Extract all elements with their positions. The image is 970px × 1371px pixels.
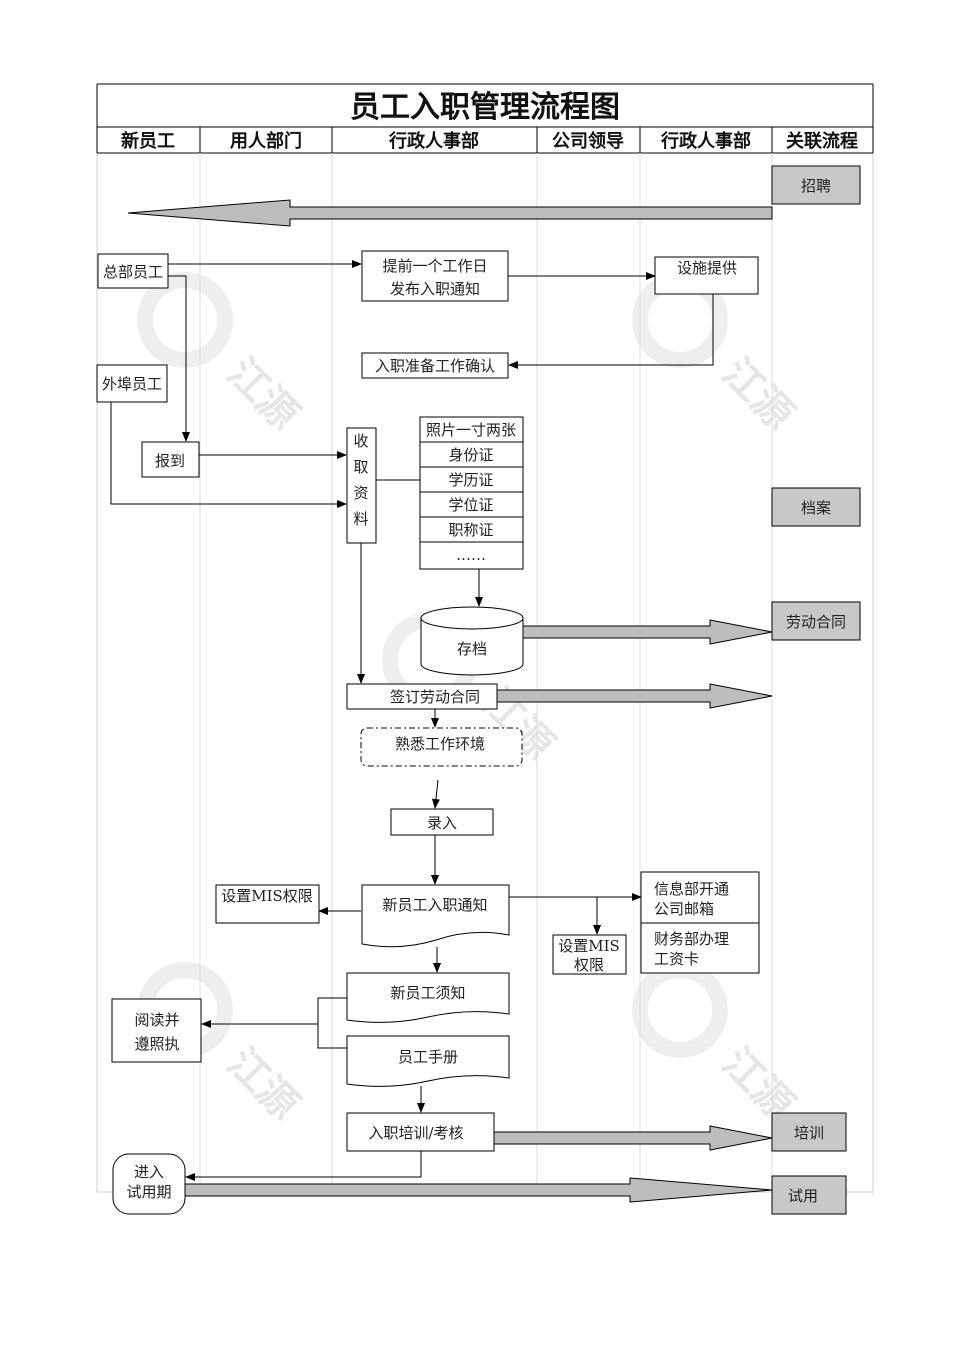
fat-arrow-training: [493, 1125, 773, 1151]
related-archive-box[interactable]: 档案: [771, 487, 861, 527]
read-follow-box[interactable]: 阅读并 遵照执: [111, 998, 202, 1063]
document-list: 照片一寸两张 身份证 学历证 学位证 职称证 ……: [419, 416, 524, 570]
familiarize-box[interactable]: 熟悉工作环境: [360, 727, 523, 767]
svg-text:录入: 录入: [427, 814, 457, 832]
probation-terminal[interactable]: 进入 试用期: [112, 1153, 186, 1215]
svg-text:外埠员工: 外埠员工: [102, 375, 162, 393]
svg-text:江源: 江源: [713, 350, 802, 439]
entry-box[interactable]: 录入: [390, 808, 494, 836]
remote-staff-box[interactable]: 外埠员工: [96, 364, 168, 403]
hq-staff-box[interactable]: 总部员工: [97, 253, 169, 289]
doc-more: ……: [456, 546, 486, 564]
svg-text:招聘: 招聘: [801, 177, 831, 195]
svg-text:试用: 试用: [788, 1187, 818, 1205]
svg-text:工资卡: 工资卡: [654, 950, 699, 968]
doc-title-cert: 职称证: [448, 521, 493, 539]
svg-text:信息部开通: 信息部开通: [654, 880, 729, 898]
svg-text:料: 料: [353, 510, 368, 528]
svg-text:提前一个工作日: 提前一个工作日: [382, 257, 487, 275]
related-recruit-box[interactable]: 招聘: [771, 165, 861, 205]
page-title: 员工入职管理流程图: [350, 90, 620, 125]
svg-text:阅读并: 阅读并: [134, 1011, 179, 1029]
svg-text:公司邮箱: 公司邮箱: [654, 900, 714, 918]
doc-education: 学历证: [448, 471, 493, 489]
report-box[interactable]: 报到: [141, 441, 200, 478]
lane-header-hiring-dept: 用人部门: [230, 130, 302, 152]
svg-text:发布入职通知: 发布入职通知: [390, 280, 480, 298]
related-training-box[interactable]: 培训: [771, 1112, 847, 1152]
svg-text:存档: 存档: [457, 640, 487, 658]
doc-photo: 照片一寸两张: [426, 421, 516, 439]
doc-id-card: 身份证: [448, 446, 493, 464]
svg-text:进入: 进入: [134, 1163, 164, 1181]
svg-text:签订劳动合同: 签订劳动合同: [390, 688, 480, 706]
svg-text:熟悉工作环境: 熟悉工作环境: [395, 735, 485, 753]
svg-text:劳动合同: 劳动合同: [786, 613, 846, 631]
lane-header-leadership: 公司领导: [552, 130, 624, 152]
svg-text:培训: 培训: [794, 1124, 824, 1142]
email-box[interactable]: 信息部开通 公司邮箱: [640, 871, 760, 924]
related-probation-box[interactable]: 试用: [771, 1175, 847, 1215]
notice-box[interactable]: 提前一个工作日 发布入职通知: [361, 250, 509, 302]
svg-text:员工手册: 员工手册: [398, 1048, 458, 1066]
svg-text:档案: 档案: [801, 499, 831, 517]
connectors: [110, 260, 714, 1181]
fat-arrows: [127, 199, 773, 1203]
prep-confirm-box[interactable]: 入职准备工作确认: [361, 352, 509, 379]
svg-text:设置MIS: 设置MIS: [558, 937, 620, 955]
guide-doc[interactable]: 新员工须知: [346, 972, 510, 1023]
svg-text:入职准备工作确认: 入职准备工作确认: [375, 357, 495, 375]
svg-text:收: 收: [353, 432, 368, 450]
lane-header-admin-hr-2: 行政人事部: [660, 130, 751, 152]
svg-text:江源: 江源: [218, 350, 307, 439]
lane-header-related: 关联流程: [786, 130, 858, 152]
sign-contract-box[interactable]: 签订劳动合同: [346, 683, 498, 710]
training-box[interactable]: 入职培训/考核: [346, 1112, 495, 1152]
doc-degree: 学位证: [448, 496, 493, 514]
fat-arrow-sign-contract: [496, 683, 773, 709]
svg-text:财务部办理: 财务部办理: [654, 930, 729, 948]
svg-text:取: 取: [353, 458, 368, 476]
new-notice-doc[interactable]: 新员工入职通知: [361, 884, 510, 948]
svg-text:江源: 江源: [218, 1040, 307, 1129]
fat-arrow-recruit: [127, 199, 773, 227]
svg-text:新员工入职通知: 新员工入职通知: [382, 896, 487, 914]
mis-mid-box[interactable]: 设置MIS 权限: [552, 934, 627, 975]
svg-text:遵照执: 遵照执: [134, 1035, 179, 1053]
fat-arrow-archive-contract: [522, 619, 773, 645]
svg-text:资: 资: [353, 484, 368, 502]
svg-text:试用期: 试用期: [126, 1183, 171, 1201]
related-contract-box[interactable]: 劳动合同: [771, 601, 861, 641]
lane-header-admin-hr: 行政人事部: [388, 130, 479, 152]
archive-cylinder[interactable]: 存档: [420, 606, 524, 676]
collect-docs-box[interactable]: 收 取 资 料: [346, 427, 377, 544]
handbook-doc[interactable]: 员工手册: [346, 1035, 510, 1087]
svg-text:新员工须知: 新员工须知: [390, 984, 465, 1002]
svg-text:权限: 权限: [574, 956, 604, 974]
svg-text:设置MIS权限: 设置MIS权限: [221, 887, 313, 905]
svg-text:报到: 报到: [155, 452, 185, 470]
facility-box[interactable]: 设施提供: [654, 256, 759, 295]
lane-header-new-staff: 新员工: [121, 130, 175, 152]
svg-text:设施提供: 设施提供: [677, 259, 737, 277]
svg-text:总部员工: 总部员工: [103, 263, 163, 281]
svg-text:入职培训/考核: 入职培训/考核: [368, 1124, 463, 1142]
mis-left-box[interactable]: 设置MIS权限: [215, 884, 320, 924]
salary-box[interactable]: 财务部办理 工资卡: [640, 922, 760, 974]
fat-arrow-probation: [184, 1177, 773, 1203]
